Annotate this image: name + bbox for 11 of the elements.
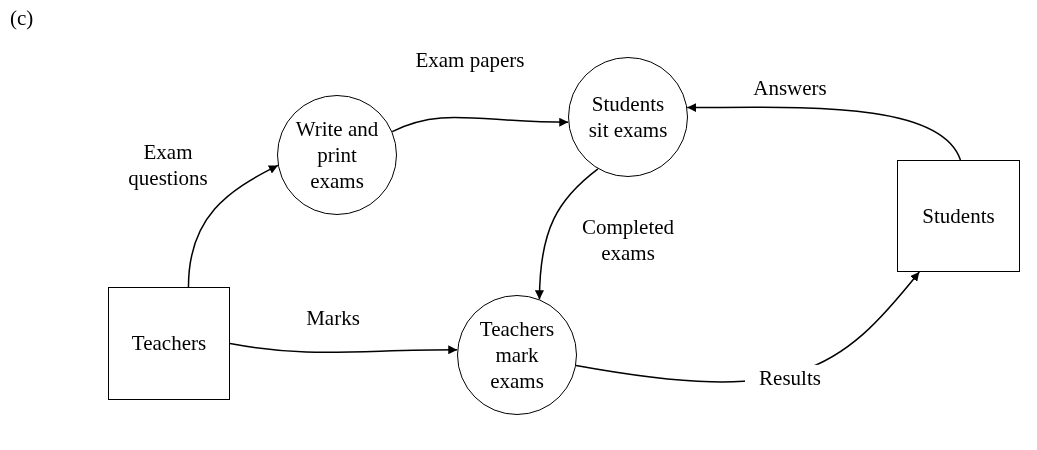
- arrow: [187, 164, 279, 288]
- arrow: [229, 342, 458, 355]
- process-circle: Write and print exams: [277, 95, 397, 215]
- arrow: [391, 116, 569, 133]
- entity-box: Teachers: [108, 287, 230, 400]
- process-circle: Teachers mark exams: [457, 295, 577, 415]
- process-circle: Students sit exams: [568, 57, 688, 177]
- arrow: [686, 103, 962, 161]
- arrow: [535, 168, 599, 301]
- panel-label: (c): [10, 6, 34, 31]
- entity-box: Students: [897, 160, 1020, 272]
